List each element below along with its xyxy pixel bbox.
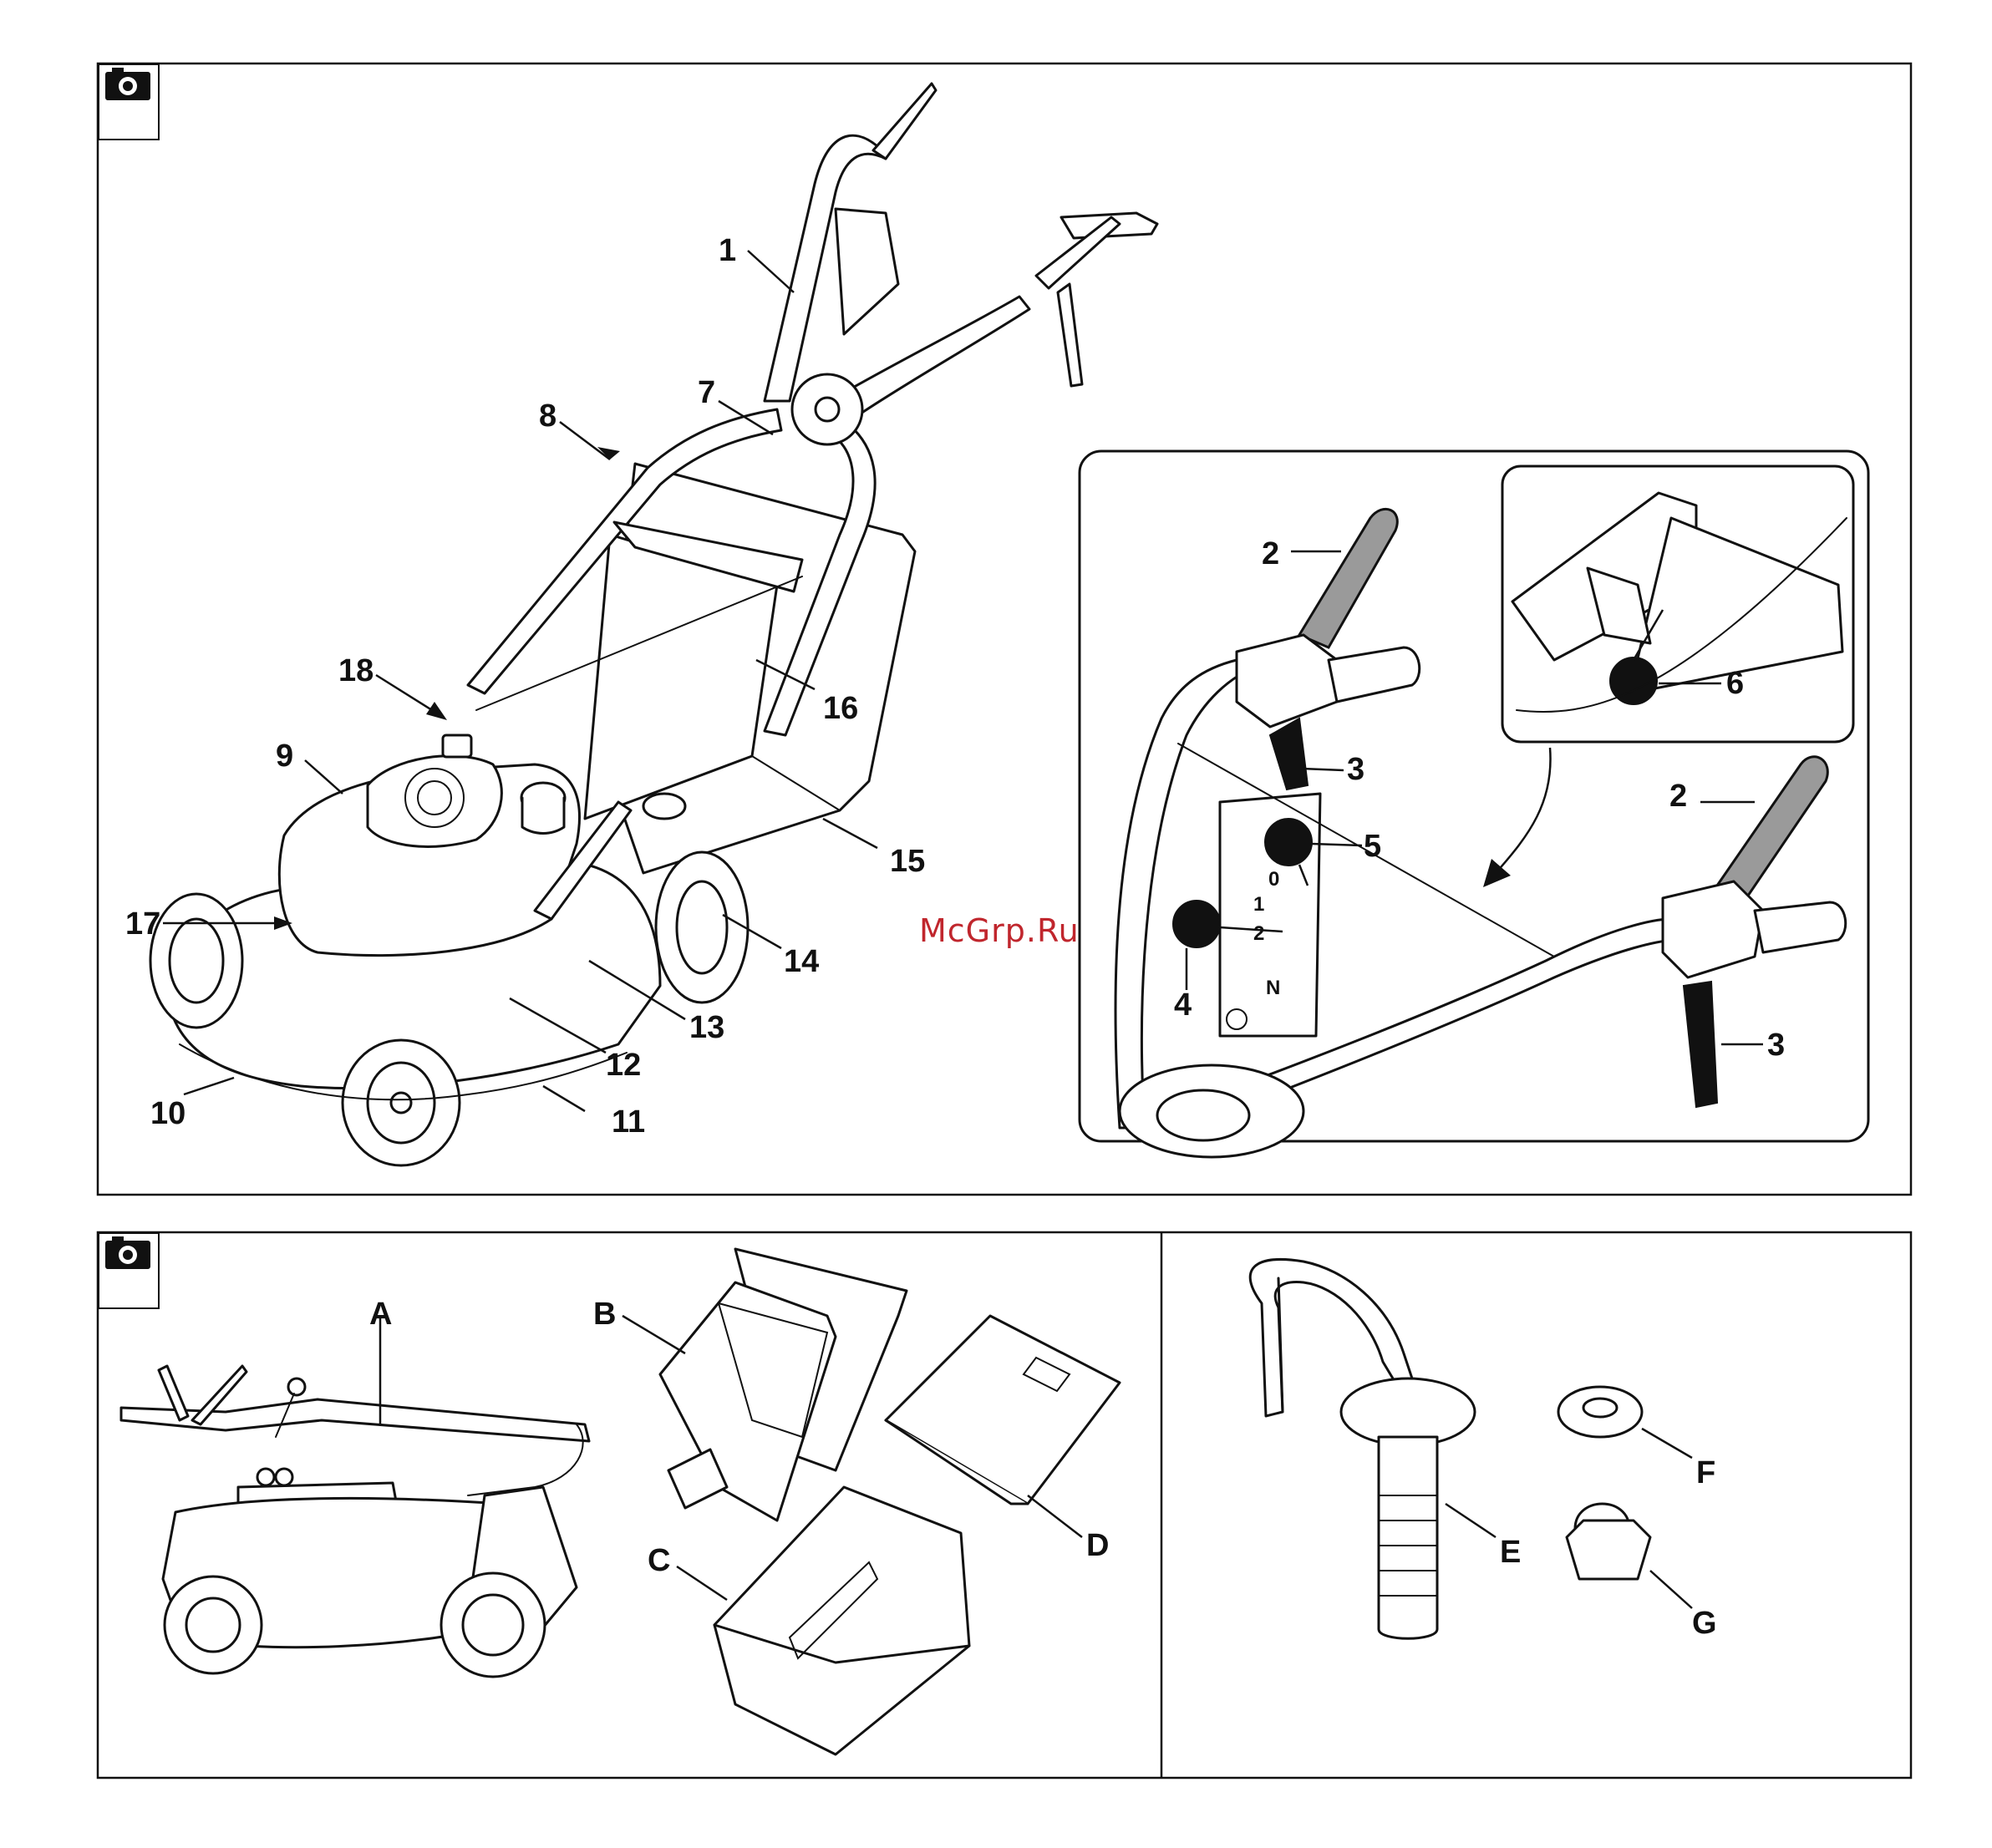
bolt-head [1341,1378,1475,1445]
callout-12: 12 [606,1048,641,1083]
part-a-folded-mower [121,1316,589,1677]
callout-10: 10 [150,1096,185,1131]
part-c-grass-bag [677,1487,969,1754]
callout-1: 1 [719,233,736,268]
callout-18: 18 [338,653,374,688]
part-d-deflector [886,1316,1120,1537]
callout-f: F [1696,1455,1715,1490]
callout-9: 9 [276,739,293,774]
rear-wheel-right [656,852,748,1003]
part-f-washer [1558,1387,1692,1458]
callout-14: 14 [784,944,819,979]
front-wheel-right [343,1040,460,1165]
callout-d: D [1086,1528,1109,1563]
knob-5 [1265,819,1312,866]
callout-b: B [593,1297,616,1332]
bolt-shank [1379,1437,1437,1638]
shifter-mark-n: N [1266,977,1280,999]
callout-3-left: 3 [1347,752,1364,787]
callout-17: 17 [125,906,160,942]
handle-detail-inset: 0 1 2 N [1080,451,1868,1157]
shifter-mark-1: 1 [1253,893,1264,916]
recoil-starter [368,756,501,847]
callout-2-left: 2 [1262,536,1279,571]
callout-6: 6 [1726,666,1744,701]
callout-2-right: 2 [1669,779,1687,814]
callout-c: C [648,1543,670,1578]
callout-16: 16 [823,691,858,726]
callout-e: E [1500,1535,1521,1570]
callout-5: 5 [1364,829,1381,864]
knob-4 [1173,901,1220,947]
lawn-mower-drawing [150,84,1157,1165]
oil-cap [443,735,471,757]
camera-icon [99,1233,159,1308]
watermark-text: McGrp.Ru [919,912,1080,949]
part-e-bolt [1250,1259,1496,1638]
callout-8: 8 [539,399,556,434]
shifter-mark-0: 0 [1268,868,1279,891]
callout-13: 13 [689,1010,724,1045]
callout-15: 15 [890,844,925,879]
part-g-cap-nut [1567,1504,1692,1608]
callout-g: G [1692,1606,1717,1641]
front-wheel-left [150,894,242,1028]
shifter-mark-2: 2 [1253,922,1264,945]
callout-4: 4 [1174,987,1192,1023]
camera-icon [99,64,159,140]
callout-a: A [369,1297,392,1332]
callout-7: 7 [698,375,715,410]
callout-11: 11 [612,1104,645,1140]
callout-3-right: 3 [1767,1028,1785,1063]
part-b-bag-frame [622,1249,907,1521]
handle-right [844,297,1029,414]
